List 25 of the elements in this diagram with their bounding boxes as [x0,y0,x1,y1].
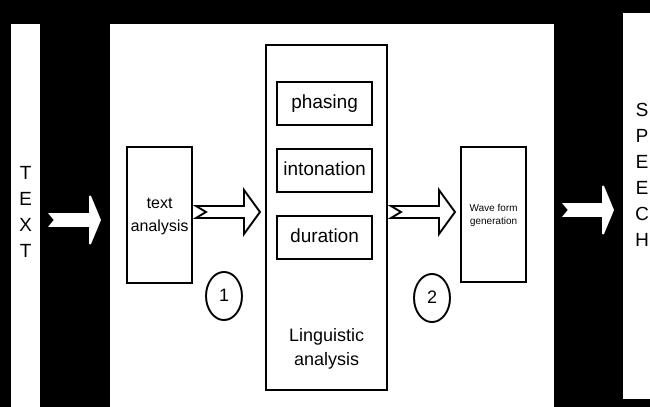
step-number: 2 [426,286,437,310]
process-box [460,146,527,283]
process-box [276,148,373,193]
node-label: phasing [291,91,358,116]
node-label: Wave form generation [468,202,518,228]
node-label: intonation [283,158,366,182]
node-label: duration [290,225,359,250]
number-circle [205,271,243,321]
node-label: TEXT [18,162,33,264]
block-arrow [562,185,614,235]
process-box [276,215,373,260]
number-circle [413,273,451,323]
node-label: Linguistic analysis [288,324,366,371]
block-arrow [387,186,456,238]
process-box [276,81,373,126]
node-label: text analysis [130,194,190,237]
side-panel [10,23,41,407]
process-box [126,146,193,284]
group-box [265,44,388,391]
side-panel [622,12,650,400]
step-number: 1 [218,284,229,308]
main-panel [109,23,555,407]
block-arrow [192,186,262,238]
block-arrow [48,195,102,245]
node-label: SPEECH [634,99,650,254]
